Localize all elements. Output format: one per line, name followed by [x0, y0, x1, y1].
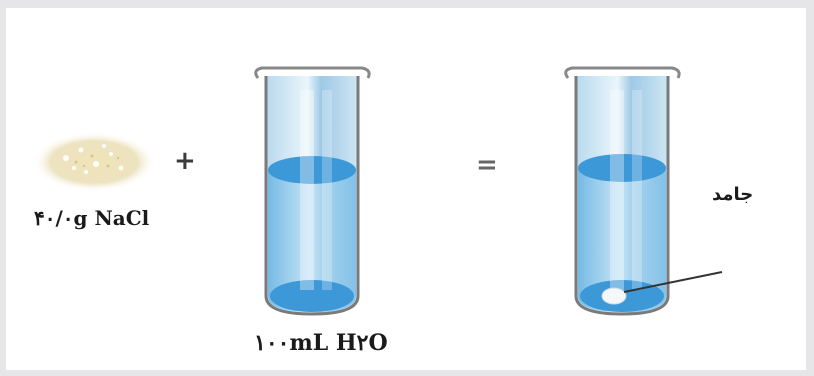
beaker-water	[254, 66, 371, 316]
plus-sign: +	[174, 146, 196, 176]
water-label: ۱۰۰mL H۲O	[254, 330, 388, 356]
solid-label: جامد	[712, 184, 754, 205]
figure-panel: + ۴۰/۰g NaCl ۱۰۰mL H۲O =	[6, 8, 806, 370]
equals-sign: =	[476, 150, 498, 180]
salt-label: ۴۰/۰g NaCl	[34, 206, 150, 230]
salt-pile	[32, 132, 156, 192]
beaker-mixture	[564, 66, 723, 316]
